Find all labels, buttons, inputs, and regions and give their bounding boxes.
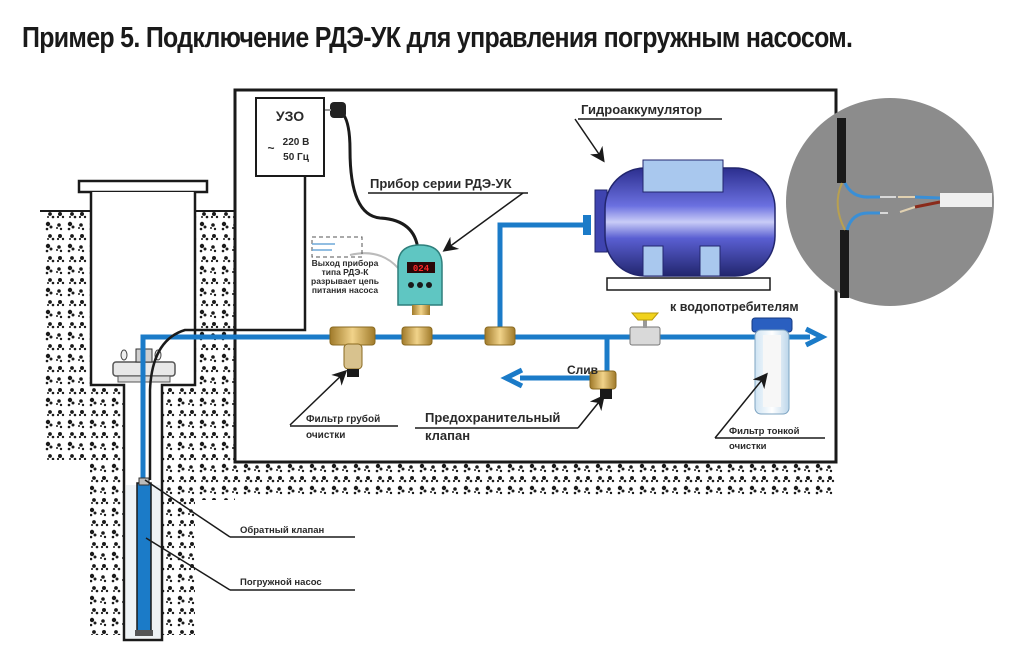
pump-power-cable [148, 160, 307, 480]
cable-cut-box [311, 236, 363, 258]
voltage-label: 220 В [283, 137, 310, 148]
ball-valve [629, 312, 661, 346]
fine-filter-label-1: Фильтр тонкой [729, 426, 800, 437]
to-consumers-label: к водопотребителям [670, 300, 799, 314]
device-tee [401, 326, 433, 346]
drain-label: Слив [567, 363, 598, 377]
hydro-accumulator [583, 159, 776, 291]
to-consumers-arrow [804, 326, 828, 348]
svg-text:типа РДЭ-К: типа РДЭ-К [322, 267, 370, 277]
drain-arrow [500, 367, 524, 389]
frequency-label: 50 Гц [283, 152, 310, 163]
check-valve-label: Обратный клапан [240, 525, 325, 536]
device-note: Выход прибора типа РДЭ-К разрывает цепь … [311, 258, 379, 295]
coarse-filter-label-1: Фильтр грубой [306, 413, 380, 425]
device-power-cable [334, 108, 420, 251]
page-title: Пример 5. Подключение РДЭ-УК для управле… [22, 22, 853, 54]
device-display: 024 [413, 264, 430, 274]
fine-filter [751, 317, 793, 415]
svg-text:Выход прибора: Выход прибора [312, 258, 379, 268]
uzo-label: УЗО [276, 108, 304, 124]
wire-splice-inset [786, 98, 994, 306]
submersible-pump-label: Погружной насос [240, 577, 322, 588]
device-series-label: Прибор серии РДЭ-УК [370, 176, 512, 191]
safety-valve-label-2: клапан [425, 428, 470, 443]
accumulator-tee [484, 326, 516, 346]
coarse-filter-label-2: очистки [306, 430, 345, 441]
rde-uk-device: 024 [397, 244, 443, 315]
coarse-filter [329, 326, 376, 377]
ac-symbol: ~ [267, 141, 274, 155]
accumulator-label: Гидроаккумулятор [581, 102, 702, 117]
svg-text:питания насоса: питания насоса [312, 285, 378, 295]
svg-text:разрывает цепь: разрывает цепь [311, 276, 379, 286]
uzo-box: УЗО ~ 220 В 50 Гц [255, 97, 325, 177]
submersible-pump [135, 477, 153, 636]
safety-valve-label-1: Предохранительный [425, 410, 560, 425]
safety-valve [589, 370, 617, 399]
device-output-wire [349, 252, 399, 269]
fine-filter-label-2: очистки [729, 441, 767, 452]
water-pipes [140, 222, 810, 480]
